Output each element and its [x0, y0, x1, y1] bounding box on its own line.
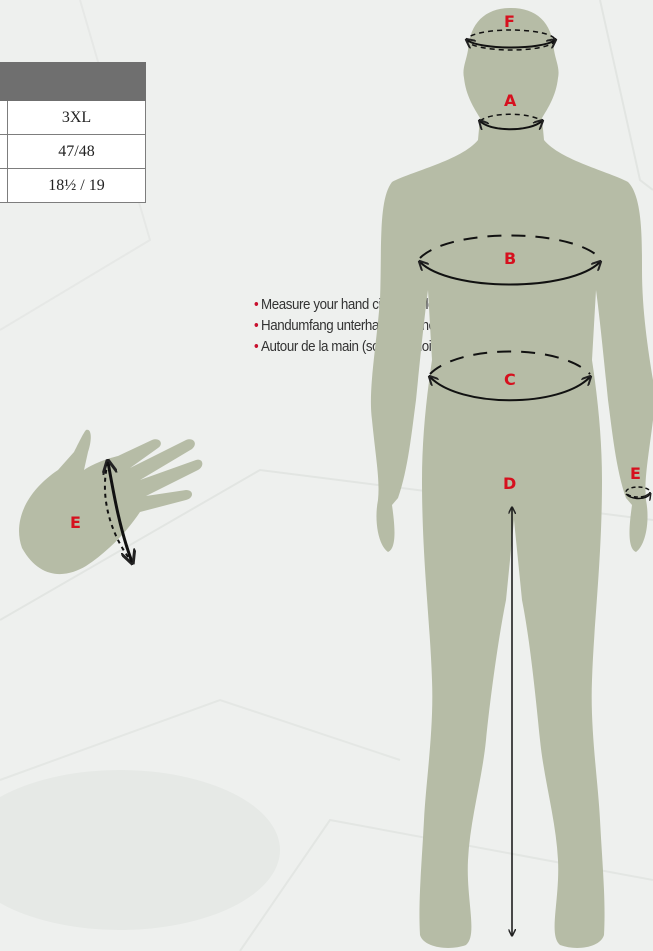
- label-d: D: [503, 474, 516, 493]
- hand-diagram: E: [19, 430, 202, 574]
- label-a: A: [504, 91, 517, 110]
- label-e: E: [630, 464, 641, 483]
- label-c: C: [504, 370, 516, 389]
- label-b: B: [504, 249, 516, 268]
- hand-label-e: E: [70, 513, 81, 532]
- label-f: F: [504, 12, 515, 31]
- hand-icon: [19, 430, 202, 574]
